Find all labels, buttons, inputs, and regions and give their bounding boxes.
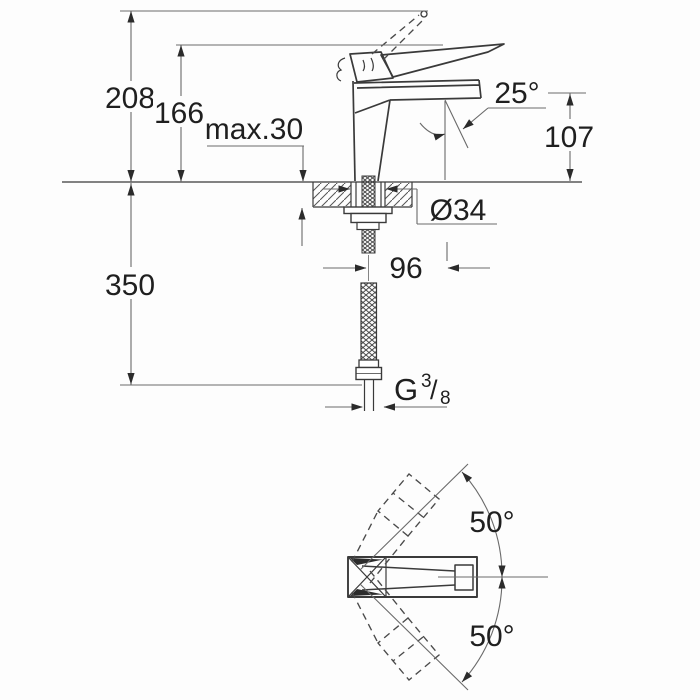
- top-view: 50° 50°: [347, 463, 548, 691]
- dim-outlet-height: 107: [542, 92, 596, 181]
- dim-swivel-up-label: 50°: [469, 506, 514, 539]
- lever-hub: [349, 51, 394, 83]
- hub-sketch-marks: [336, 57, 374, 82]
- dim-hole-diameter-label: Ø34: [430, 194, 487, 227]
- dim-spout-angle-label: 25°: [494, 77, 539, 110]
- lever-blade: [380, 43, 505, 78]
- washer: [343, 206, 393, 215]
- side-view: 208 166 max.30 Ø34: [62, 10, 596, 411]
- dim-max-thickness-label: max.30: [205, 113, 303, 146]
- dim-overall-height-label: 208: [105, 82, 155, 115]
- dim-outlet-height-label: 107: [544, 121, 594, 154]
- swivel-angle-dimension: 50° 50°: [359, 463, 548, 691]
- dim-lever-height-label: 166: [154, 97, 204, 130]
- dim-hole-diameter: Ø34: [323, 185, 497, 227]
- mounting-nut: [350, 212, 387, 224]
- body-facet-line: [354, 99, 391, 114]
- body-back-edge: [377, 99, 391, 182]
- lever-top-view: [347, 556, 478, 598]
- mounting-shank: [343, 175, 393, 411]
- dim-hose-length: 350: [103, 183, 362, 386]
- faucet-body: [336, 10, 505, 182]
- lever-end-block: [454, 564, 474, 591]
- lever-taper-lines: [361, 565, 456, 591]
- thread-denominator: 8: [440, 388, 451, 409]
- thread-letter: G: [394, 372, 418, 407]
- thread-numerator: 3: [421, 371, 432, 392]
- lever-outline: [347, 556, 478, 598]
- connection-pipe: [363, 379, 375, 411]
- dim-overall-height: 208: [103, 10, 428, 182]
- dim-spout-reach: 96: [323, 242, 490, 285]
- dim-hose-length-label: 350: [105, 269, 155, 302]
- thread-slash: /: [430, 375, 438, 405]
- dim-spout-reach-label: 96: [389, 252, 422, 285]
- lever-swivel-down-dashed: [351, 570, 440, 681]
- dim-lever-height: 166: [153, 44, 443, 182]
- dim-spout-angle: 25°: [419, 77, 546, 180]
- dim-thread-size: G 3 / 8: [325, 371, 451, 411]
- spout-blade: [353, 79, 482, 101]
- body-front-edge: [352, 80, 356, 182]
- dim-max-thickness: max.30: [205, 113, 307, 246]
- flexible-hose: [360, 282, 378, 362]
- dim-swivel-down-label: 50°: [469, 620, 514, 653]
